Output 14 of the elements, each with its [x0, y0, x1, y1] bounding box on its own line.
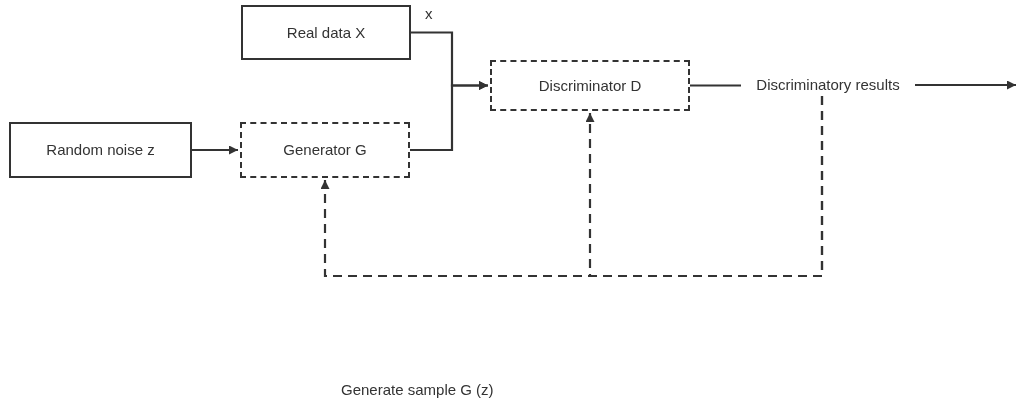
arrow [192, 145, 238, 155]
node-label: Discriminator D [538, 76, 642, 95]
arrow [410, 81, 488, 152]
node-label: Discriminatory results [756, 76, 900, 94]
arrow [915, 80, 1016, 90]
node-label: Real data X [286, 23, 366, 42]
process-box [241, 5, 411, 60]
process-box [490, 60, 690, 111]
node-label: Generator G [283, 141, 367, 159]
node-label: Random noise z [46, 141, 155, 159]
process-box [9, 122, 192, 178]
feedback-arrow [585, 96, 824, 278]
process-box [240, 122, 410, 178]
caption-text: Generate sample G (z) [341, 381, 494, 399]
